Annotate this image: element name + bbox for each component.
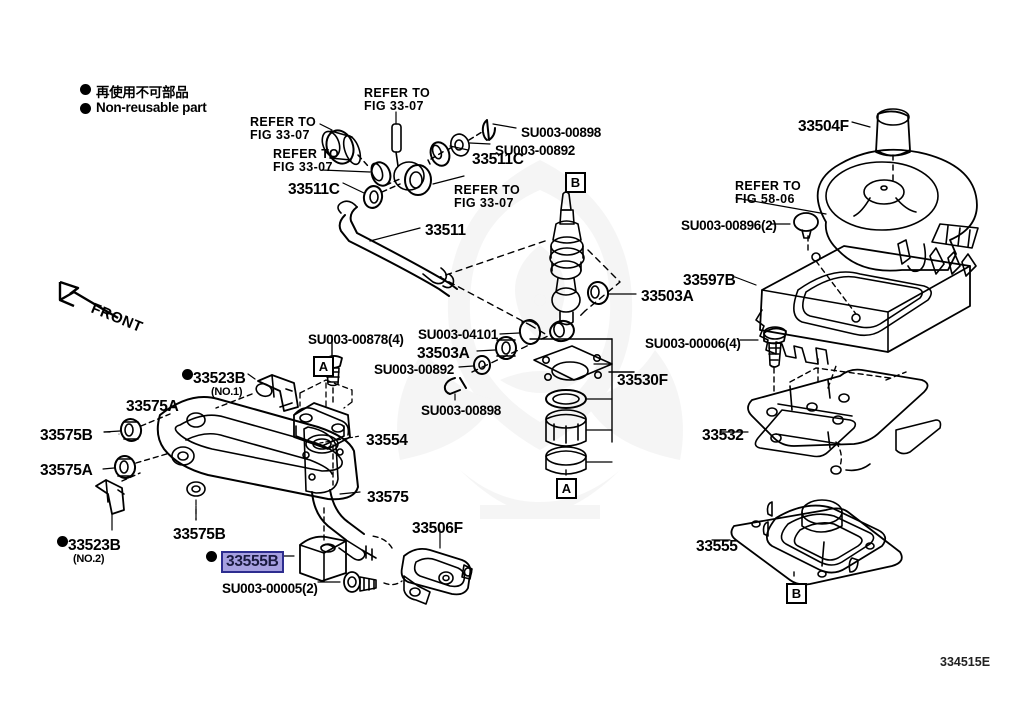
part-number-33506f[interactable]: 33506F: [412, 520, 463, 537]
refer-label-fig3307-b: REFER TO FIG 33-07: [250, 115, 317, 142]
part-number-33554[interactable]: 33554: [366, 432, 408, 449]
part-number-su003-00005-2[interactable]: SU003-00005(2): [222, 581, 318, 596]
part-number-33523b[interactable]: 33523B: [193, 370, 246, 387]
part-number-33575a[interactable]: 33575A: [40, 462, 93, 479]
part-number-33530f[interactable]: 33530F: [617, 372, 668, 389]
part-number-33523b[interactable]: 33523B: [68, 537, 121, 554]
front-direction-arrow: [58, 280, 119, 320]
part-number-33511c[interactable]: 33511C: [472, 151, 524, 168]
part-number-su003-00896-2[interactable]: SU003-00896(2): [681, 218, 777, 233]
highlighted-part-number[interactable]: 33555B: [221, 551, 284, 573]
part-number-33511c[interactable]: 33511C: [288, 181, 340, 198]
legend-english-text: Non-reusable part: [96, 100, 207, 115]
part-number-33575[interactable]: 33575: [367, 489, 409, 506]
legend-dot-japanese: [80, 84, 91, 95]
non-reusable-dot-3: [206, 551, 217, 562]
legend-japanese-text: 再使用不可部品: [96, 85, 189, 100]
part-number-su003-04101[interactable]: SU003-04101: [418, 327, 499, 342]
part-number-su003-00898[interactable]: SU003-00898: [521, 125, 602, 140]
non-reusable-dot-1: [182, 369, 193, 380]
part-number-33511[interactable]: 33511: [425, 222, 466, 239]
part-number-su003-00898[interactable]: SU003-00898: [421, 403, 502, 418]
part-number-su003-00892[interactable]: SU003-00892: [495, 143, 576, 158]
part-number-33575b[interactable]: 33575B: [40, 427, 93, 444]
callout-box-a-1: A: [313, 356, 334, 377]
part-number-su003-00006-4[interactable]: SU003-00006(4): [645, 336, 741, 351]
part-number-33555[interactable]: 33555: [696, 538, 738, 555]
callout-box-b-3: B: [565, 172, 586, 193]
legend-dot-english: [80, 103, 91, 114]
part-number-su003-00878-4[interactable]: SU003-00878(4): [308, 332, 404, 347]
callout-box-a-2: A: [556, 478, 577, 499]
refer-label-fig3307-c: REFER TO FIG 33-07: [273, 147, 340, 174]
part-number-33575b[interactable]: 33575B: [173, 526, 226, 543]
part-number-su003-00892[interactable]: SU003-00892: [374, 362, 455, 377]
part-number-33575a[interactable]: 33575A: [126, 398, 179, 415]
refer-label-fig3307-a: REFER TO FIG 33-07: [364, 86, 431, 113]
part-number-no-1[interactable]: (NO.1): [211, 386, 243, 398]
part-number-33597b[interactable]: 33597B: [683, 272, 736, 289]
part-number-33504f[interactable]: 33504F: [798, 118, 849, 135]
part-number-33503a[interactable]: 33503A: [641, 288, 694, 305]
callout-box-b-4: B: [786, 583, 807, 604]
non-reusable-dot-2: [57, 536, 68, 547]
refer-label-fig5806: REFER TO FIG 58-06: [735, 179, 802, 206]
part-number-33532[interactable]: 33532: [702, 427, 744, 444]
part-number-no-2[interactable]: (NO.2): [73, 553, 105, 565]
diagram-code: 334515E: [940, 655, 991, 669]
part-number-33503a[interactable]: 33503A: [417, 345, 470, 362]
refer-label-fig3307-d: REFER TO FIG 33-07: [454, 183, 521, 210]
